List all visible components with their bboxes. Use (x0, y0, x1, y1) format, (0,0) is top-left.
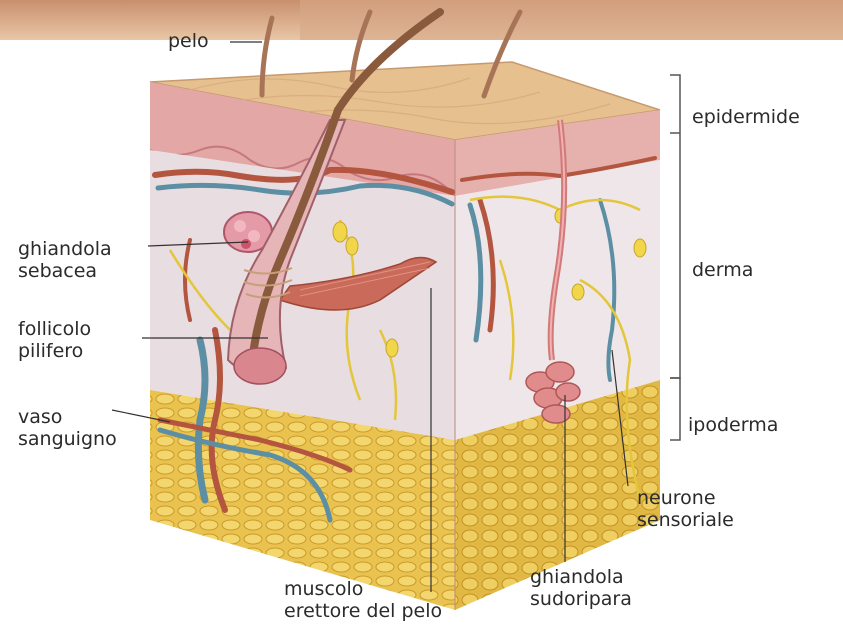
label-ipoderma: ipoderma (688, 414, 778, 436)
label-ghiandola-sebacea: ghiandola sebacea (18, 238, 112, 282)
label-follicolo-pilifero: follicolo pilifero (18, 318, 91, 362)
label-vaso-sanguigno: vaso sanguigno (18, 406, 117, 450)
label-epidermide: epidermide (692, 106, 800, 128)
layer-brackets (670, 75, 680, 440)
label-ghiandola-sudoripara: ghiandola sudoripara (530, 566, 632, 610)
label-derma: derma (692, 259, 753, 281)
label-pelo: pelo (168, 30, 209, 52)
label-neurone-sensoriale: neurone sensoriale (637, 487, 734, 531)
label-muscolo-erettore: muscolo erettore del pelo (284, 578, 442, 622)
